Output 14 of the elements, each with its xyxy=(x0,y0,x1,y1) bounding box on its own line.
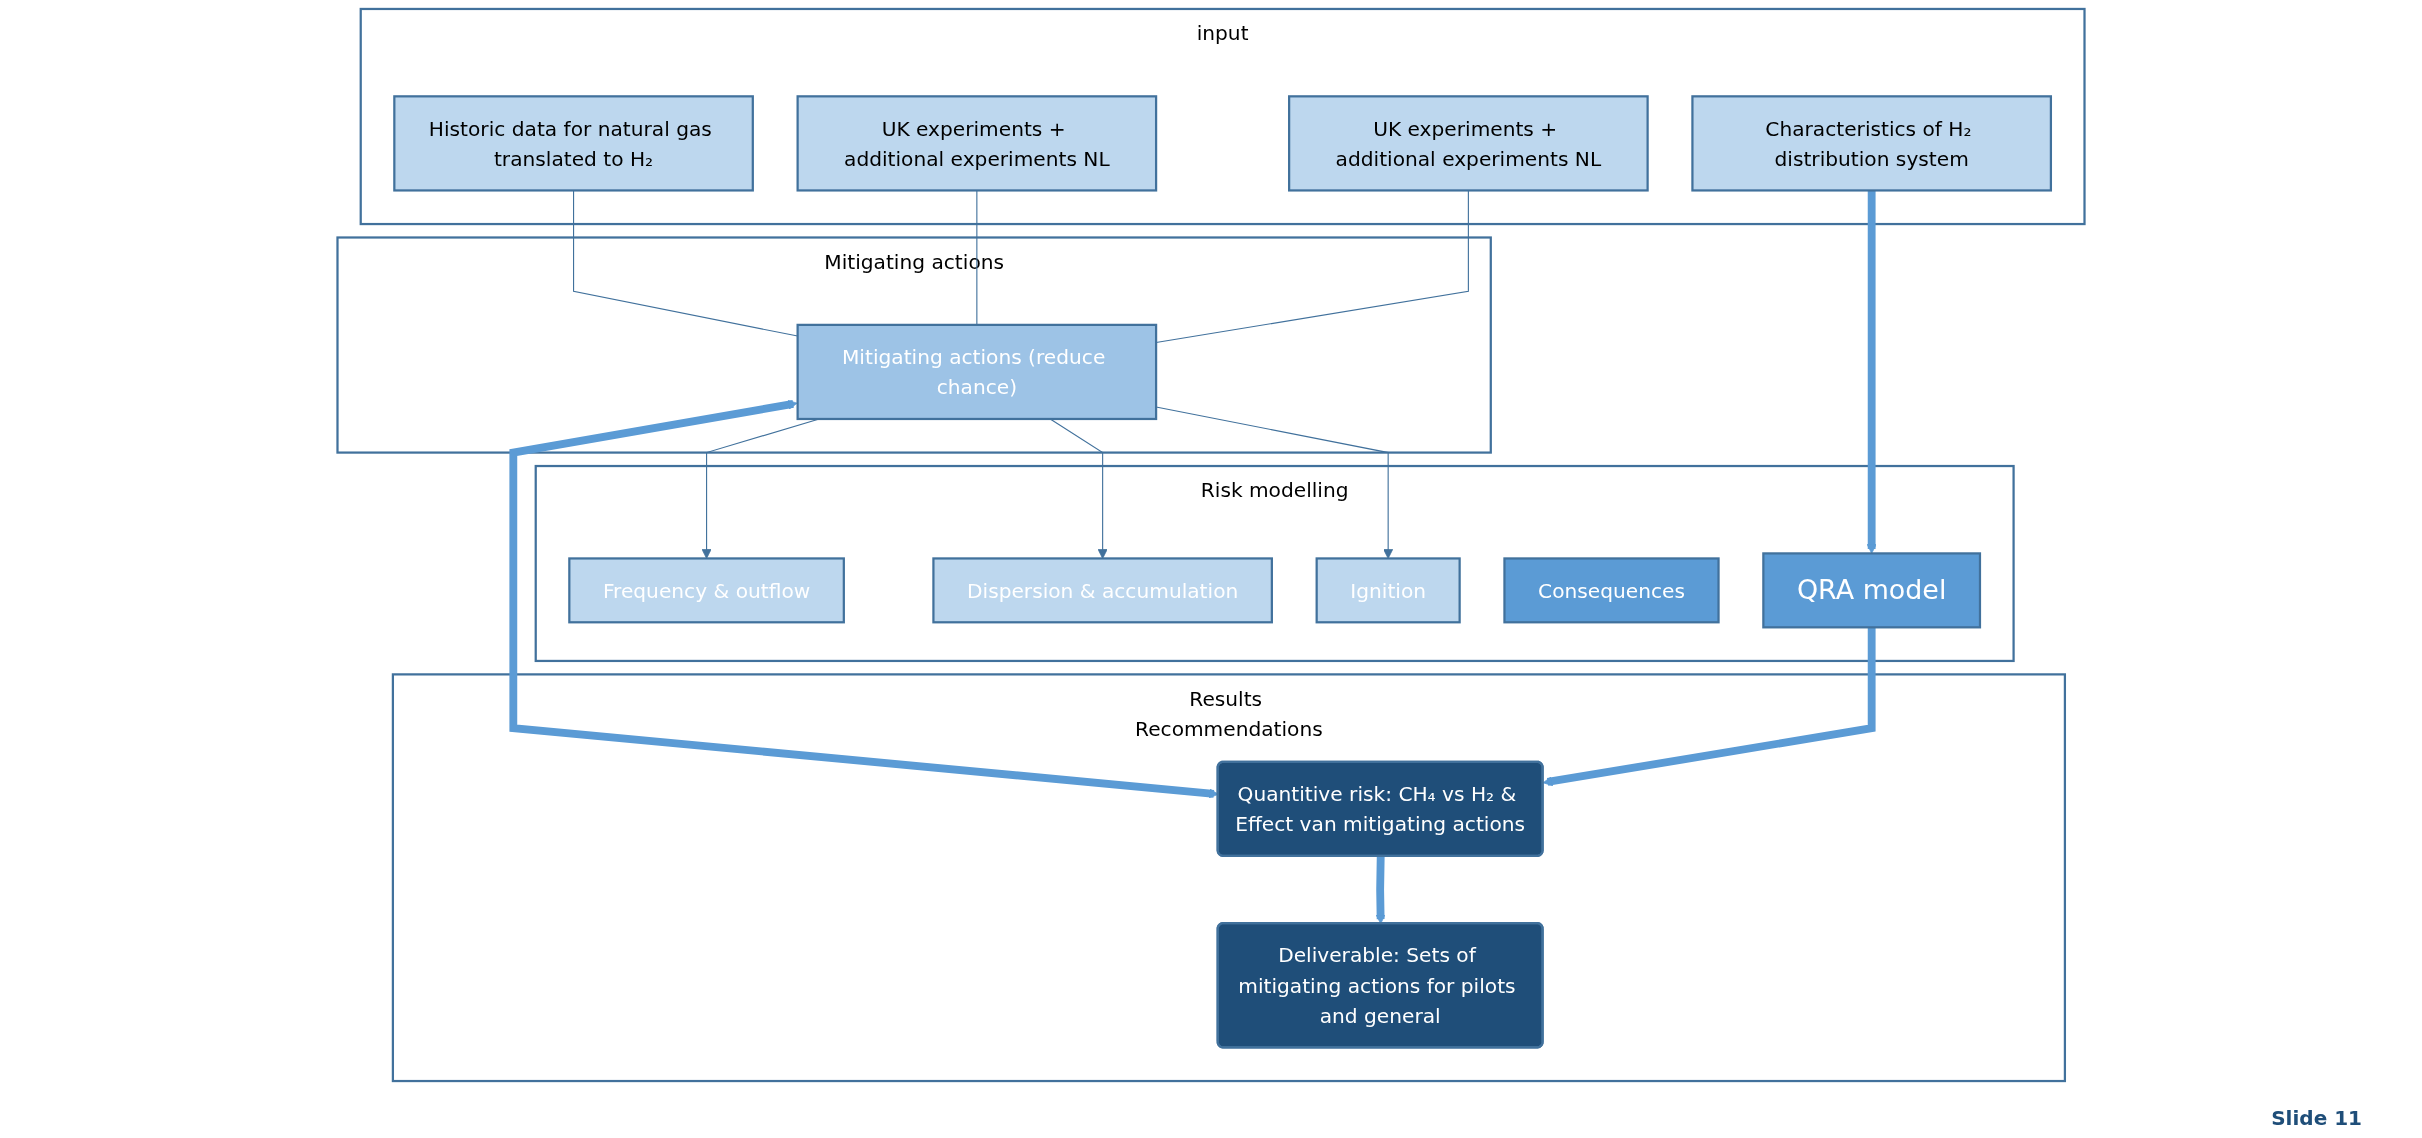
arrow xyxy=(1866,190,1877,554)
node-box: Ignition xyxy=(1315,557,1461,624)
node-box: Dispersion & accumulation xyxy=(932,557,1273,624)
node-box: Characteristics of H₂ distribution system xyxy=(1691,95,2052,192)
arrow xyxy=(1049,418,1108,559)
node-box: Historic data for natural gas translated to H₂ xyxy=(393,95,754,192)
node-box: Mitigating actions (reduce chance) xyxy=(796,323,1158,421)
node-box: UK experiments + additional experiments NL xyxy=(796,95,1158,192)
arrow xyxy=(1542,627,1876,787)
node-box: QRA model xyxy=(1762,552,1982,629)
slide-number: Slide 11 xyxy=(2271,1106,2362,1130)
node-box: UK experiments + additional experiments NL xyxy=(1288,95,1649,192)
node-box: Consequences xyxy=(1503,557,1720,624)
node-box: Frequency & outflow xyxy=(568,557,845,624)
